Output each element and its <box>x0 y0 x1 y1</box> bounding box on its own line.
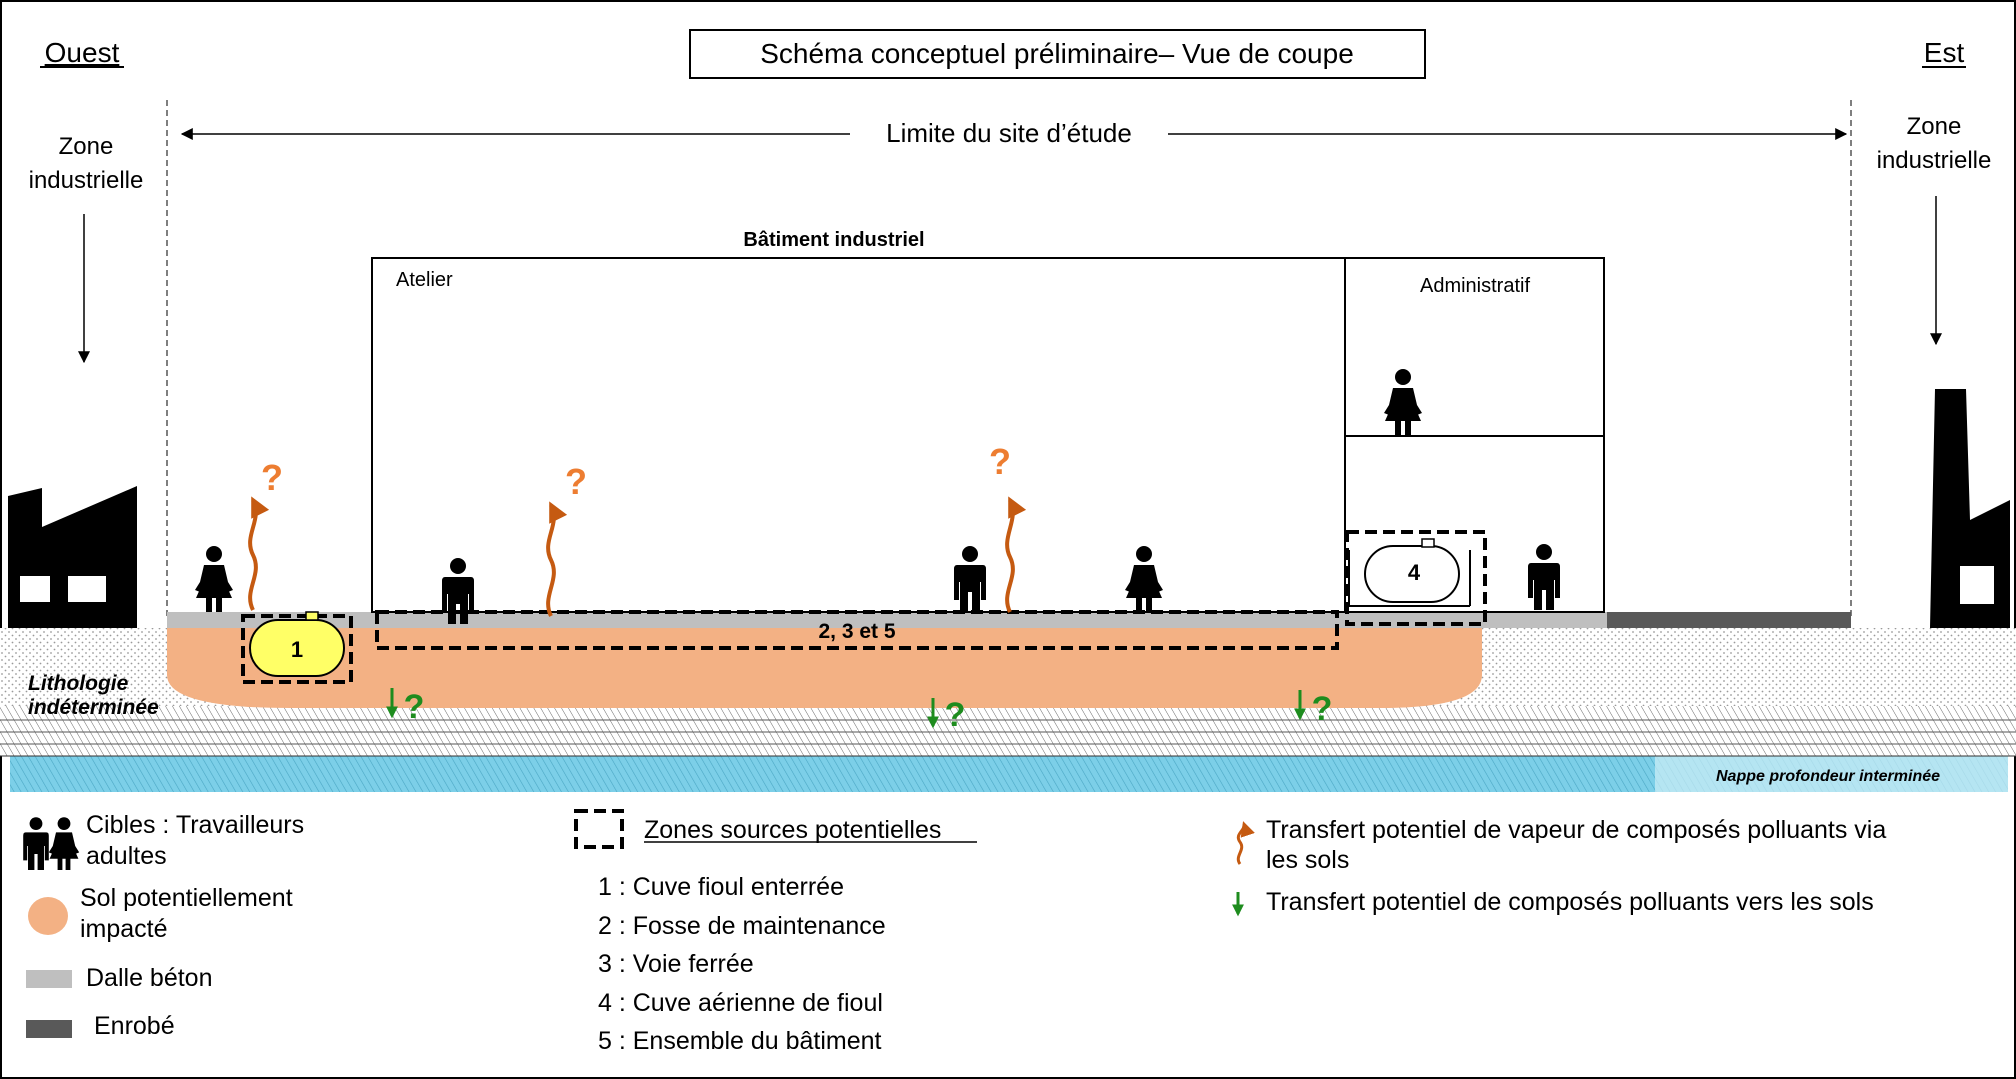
legend-source-1: 1 : Cuve fioul enterrée <box>598 873 844 901</box>
vapour-question-1: ? <box>261 457 283 498</box>
legend-soil-transfer-label: Transfert potentiel de composés polluant… <box>1266 888 1874 916</box>
legend-vapour-line1: Transfert potentiel de vapeur de composé… <box>1266 816 1886 844</box>
concrete-slab <box>167 612 1607 628</box>
vapour-arrow-3 <box>1005 496 1027 613</box>
legend: Cibles : Travailleurs adultes Sol potent… <box>23 809 1886 1055</box>
vapour-question-2: ? <box>565 461 587 502</box>
legend-vapour-arrow <box>1236 821 1255 865</box>
source-zone-4-frame <box>1345 530 1487 626</box>
legend-source-3: 3 : Voie ferrée <box>598 950 754 978</box>
legend-source-5: 5 : Ensemble du bâtiment <box>598 1027 882 1055</box>
legend-soil-line2: impacté <box>80 915 168 943</box>
legend-soil-swatch <box>28 897 68 935</box>
legend-slab-swatch <box>26 970 72 988</box>
legend-sources-title: Zones sources potentielles <box>644 816 941 844</box>
zone-2-3-5-label: 2, 3 et 5 <box>818 620 895 643</box>
building-title: Bâtiment industriel <box>743 229 924 251</box>
east-zone-line2: industrielle <box>1877 147 1992 174</box>
west-zone-line2: industrielle <box>29 167 144 194</box>
west-label: Ouest <box>45 37 120 68</box>
vapour-arrow-1 <box>248 496 270 611</box>
legend-targets-line2: adultes <box>86 842 167 870</box>
lithology-hatch-layer <box>0 706 2016 756</box>
vapour-arrow-2 <box>546 501 568 617</box>
east-zone-line1: Zone <box>1907 113 1962 140</box>
legend-vapour-line2: les sols <box>1266 846 1349 874</box>
diagram-title: Schéma conceptuel préliminaire– Vue de c… <box>760 38 1354 69</box>
site-limit-label: Limite du site d’étude <box>886 118 1132 148</box>
room-admin-label: Administratif <box>1420 275 1530 297</box>
legend-slab-label: Dalle béton <box>86 964 212 992</box>
legend-targets-line1: Cibles : Travailleurs <box>86 811 304 839</box>
aerial-tank-4 <box>1364 545 1460 603</box>
buried-tank-1 <box>249 619 345 677</box>
legend-source-2: 2 : Fosse de maintenance <box>598 912 886 940</box>
zone-4-label: 4 <box>1408 560 1421 585</box>
soil-question-1: ? <box>404 688 425 726</box>
legend-source-4: 4 : Cuve aérienne de fioul <box>598 989 883 1017</box>
zone-1-label: 1 <box>291 637 303 662</box>
vapour-question-3: ? <box>989 441 1011 482</box>
lithology-label-line2: indéterminée <box>28 696 159 719</box>
lithology-label-line1: Lithologie <box>28 672 129 695</box>
soil-question-3: ? <box>1312 690 1333 728</box>
west-zone-line1: Zone <box>59 133 114 160</box>
asphalt-surface <box>1607 612 1851 628</box>
room-atelier-label: Atelier <box>396 269 453 291</box>
source-zone-2-3-5-frame <box>375 610 1339 650</box>
legend-source-zone-swatch <box>574 809 624 849</box>
title-box <box>689 29 1426 79</box>
legend-asphalt-label: Enrobé <box>94 1012 175 1040</box>
source-zone-1-frame <box>241 614 353 684</box>
legend-asphalt-swatch <box>26 1020 72 1038</box>
legend-soil-line1: Sol potentiellement <box>80 884 293 912</box>
east-label: Est <box>1924 37 1965 68</box>
soil-question-2: ? <box>945 696 966 734</box>
water-table-label: Nappe profondeur interminée <box>1716 768 1940 785</box>
